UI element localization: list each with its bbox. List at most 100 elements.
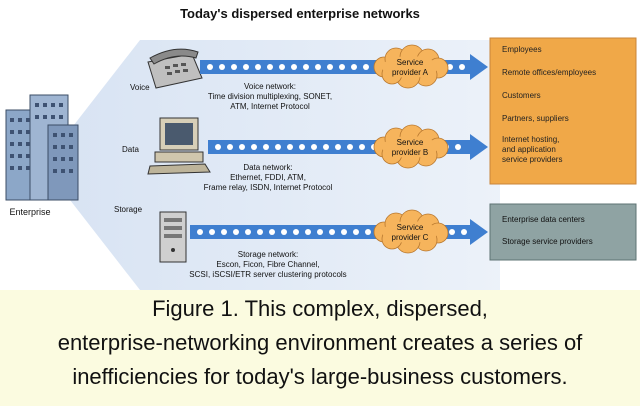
- arrow-dot: [341, 229, 347, 235]
- orange-item: Employees: [502, 45, 542, 54]
- arrow-dot: [317, 229, 323, 235]
- orange-item: Remote offices/employees: [502, 68, 596, 77]
- arrow-dot: [449, 229, 455, 235]
- cloud-body: [382, 136, 438, 158]
- arrow-dot: [327, 64, 333, 70]
- orange-item: Customers: [502, 91, 541, 100]
- telephone-icon: [147, 48, 203, 89]
- data-network-description: Data network: Ethernet, FDDI, ATM, Frame…: [204, 163, 333, 192]
- arrow-dot: [311, 144, 317, 150]
- caption-line: inefficiencies for today's large-busines…: [72, 364, 568, 389]
- arrow-dot: [221, 229, 227, 235]
- arrow-dot: [359, 144, 365, 150]
- network-text: Frame relay, ISDN, Internet Protocol: [204, 183, 333, 192]
- gray-item: Enterprise data centers: [502, 215, 585, 224]
- orange-destination-box: [489, 37, 637, 185]
- arrow-dot: [257, 229, 263, 235]
- arrow-dot: [207, 64, 213, 70]
- arrow-dot: [365, 229, 371, 235]
- arrow-dot: [231, 64, 237, 70]
- arrow-head: [470, 219, 488, 245]
- arrow-dot: [459, 64, 465, 70]
- arrow-dot: [227, 144, 233, 150]
- computer-icon: [147, 117, 211, 175]
- row-label-voice: Voice: [130, 83, 150, 92]
- arrow-dot: [323, 144, 329, 150]
- arrow-dot: [461, 229, 467, 235]
- arrow-dot: [329, 229, 335, 235]
- provider-label: provider A: [392, 68, 429, 77]
- storage-network-description: Storage network: Escon, Ficon, Fibre Cha…: [189, 250, 346, 279]
- arrow-dot: [209, 229, 215, 235]
- arrow-dot: [281, 229, 287, 235]
- provider-label: Service: [397, 58, 424, 67]
- arrow-dot: [243, 64, 249, 70]
- arrow-dot: [353, 229, 359, 235]
- arrow-dot: [219, 64, 225, 70]
- arrow-dot: [347, 144, 353, 150]
- row-label-data: Data: [122, 145, 139, 154]
- arrow-dot: [305, 229, 311, 235]
- provider-label: provider C: [392, 233, 429, 242]
- arrow-dot: [263, 144, 269, 150]
- orange-box-items: Employees Remote offices/employees Custo…: [502, 45, 596, 164]
- arrow-dot: [315, 64, 321, 70]
- arrow-dot: [299, 144, 305, 150]
- storage-server-icon: [159, 211, 187, 263]
- arrow-dot: [269, 229, 275, 235]
- arrow-dot: [275, 144, 281, 150]
- arrow-dot: [455, 144, 461, 150]
- cloud-body: [382, 221, 438, 243]
- arrow-dot: [447, 64, 453, 70]
- caption-line: enterprise-networking environment create…: [57, 330, 583, 355]
- arrow-dot: [197, 229, 203, 235]
- voice-network-description: Voice network: Time division multiplexin…: [208, 82, 332, 111]
- arrow-dot: [339, 64, 345, 70]
- arrow-dot: [233, 229, 239, 235]
- network-text: Voice network:: [244, 82, 296, 91]
- arrow-dot: [279, 64, 285, 70]
- network-text: ATM, Internet Protocol: [230, 102, 310, 111]
- arrow-dot: [351, 64, 357, 70]
- caption-line: Figure 1. This complex, dispersed,: [152, 296, 488, 321]
- arrow-head: [470, 54, 488, 80]
- enterprise-label: Enterprise: [9, 207, 50, 217]
- orange-item: Internet hosting,: [502, 135, 559, 144]
- row-label-storage: Storage: [114, 205, 143, 214]
- network-text: Time division multiplexing, SONET,: [208, 92, 332, 101]
- diagram-title: Today's dispersed enterprise networks: [180, 6, 420, 21]
- gray-box-items: Enterprise data centers Storage service …: [502, 215, 593, 246]
- provider-label: provider B: [392, 148, 428, 157]
- arrow-dot: [245, 229, 251, 235]
- network-diagram: Today's dispersed enterprise networks En…: [5, 6, 637, 290]
- arrow-dot: [267, 64, 273, 70]
- arrow-dot: [287, 144, 293, 150]
- arrow-dot: [255, 64, 261, 70]
- gray-destination-box: [489, 203, 637, 261]
- arrow-dot: [303, 64, 309, 70]
- orange-item: service providers: [502, 155, 562, 164]
- network-text: Data network:: [243, 163, 292, 172]
- arrow-dot: [239, 144, 245, 150]
- enterprise-buildings-icon: [5, 94, 79, 201]
- arrow-dot: [335, 144, 341, 150]
- arrow-dot: [293, 229, 299, 235]
- network-text: SCSI, iSCSI/ETR server clustering protoc…: [189, 270, 346, 279]
- arrow-dot: [215, 144, 221, 150]
- network-text: Ethernet, FDDI, ATM,: [230, 173, 306, 182]
- arrow-head: [470, 134, 488, 160]
- gray-item: Storage service providers: [502, 237, 593, 246]
- provider-label: Service: [397, 138, 424, 147]
- orange-item: and application: [502, 145, 556, 154]
- arrow-dot: [363, 64, 369, 70]
- network-text: Escon, Ficon, Fibre Channel,: [216, 260, 319, 269]
- orange-item: Partners, suppliers: [502, 114, 569, 123]
- arrow-dot: [291, 64, 297, 70]
- figure-caption: Figure 1. This complex, dispersed, enter…: [0, 290, 640, 406]
- arrow-dot: [251, 144, 257, 150]
- cloud-body: [382, 56, 438, 78]
